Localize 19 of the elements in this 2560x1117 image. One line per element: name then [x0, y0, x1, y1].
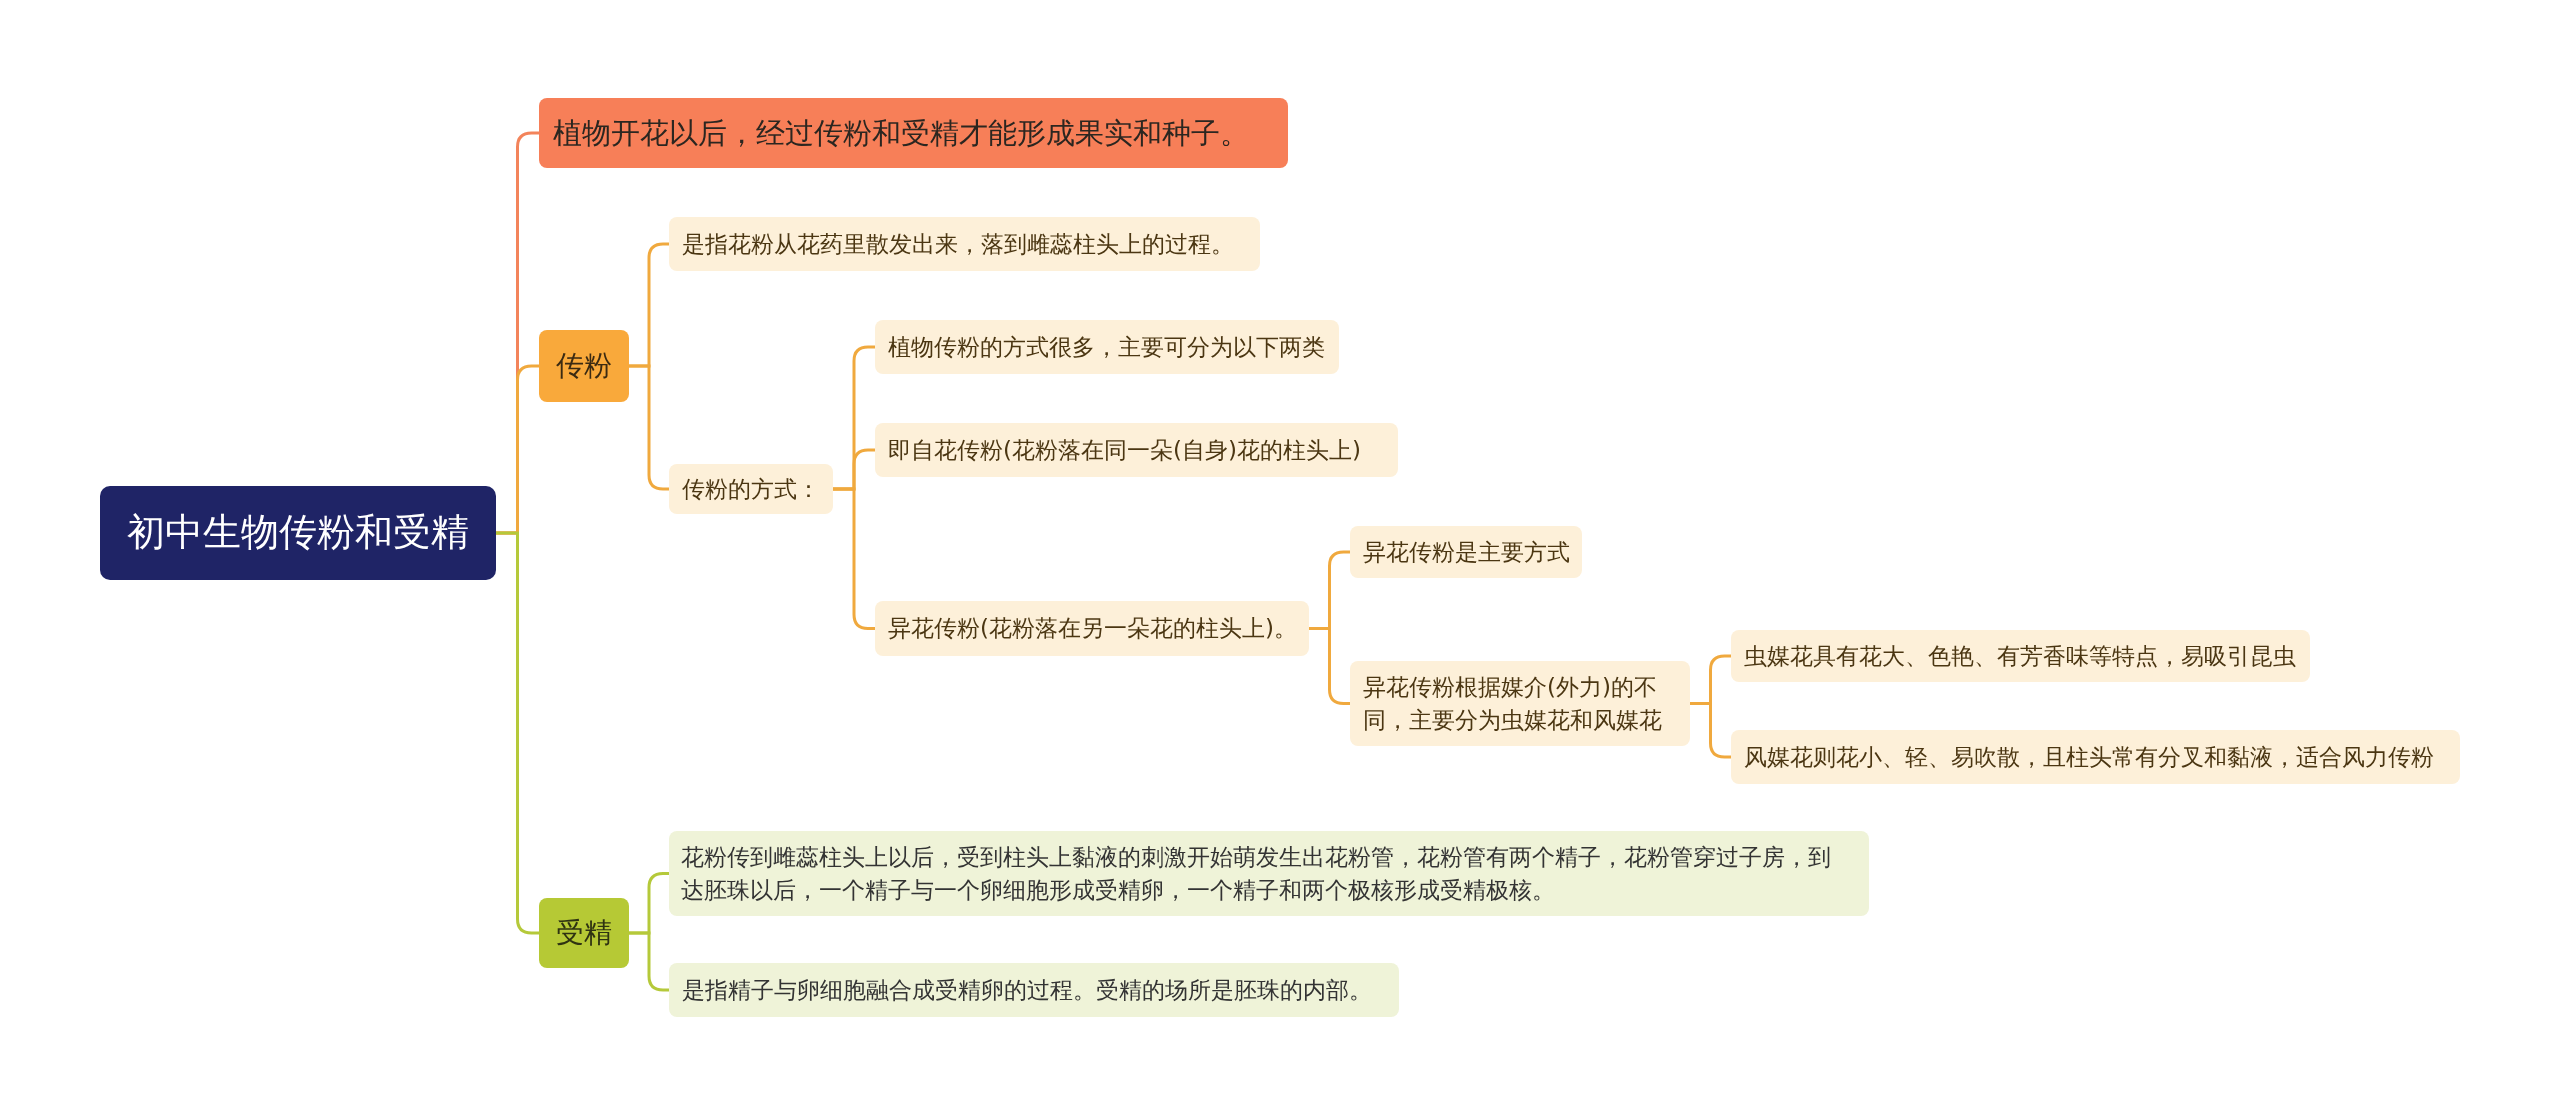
subtopic-box: 即自花传粉(花粉落在同一朵(自身)花的柱头上) [875, 423, 1398, 477]
subtopic-box: 异花传粉根据媒介(外力)的不同，主要分为虫媒花和风媒花 [1350, 661, 1690, 746]
subtopic-box: 是指精子与卵细胞融合成受精卵的过程。受精的场所是胚珠的内部。 [669, 963, 1399, 1017]
subtopic-box: 传粉的方式： [669, 464, 833, 514]
subtopic-box: 植物传粉的方式很多，主要可分为以下两类 [875, 320, 1339, 374]
connector-line [1309, 627, 1350, 705]
subtopic-box: 风媒花则花小、轻、易吹散，且柱头常有分叉和黏液，适合风力传粉 [1731, 730, 2460, 784]
subtopic-box: 虫媒花具有花大、色艳、有芳香味等特点，易吸引昆虫 [1731, 630, 2310, 682]
subtopic-box: 花粉传到雌蕊柱头上以后，受到柱头上黏液的刺激开始萌发生出花粉管，花粉管有两个精子，花粉管穿过子房，到达胚珠以后，一个精子与一个卵细胞形成受精卵，一个精子和两个极核形成受精极核。 [669, 831, 1869, 916]
branch-topic-box: 植物开花以后，经过传粉和受精才能形成果实和种子。 [539, 98, 1288, 168]
connector-line [496, 531, 539, 935]
subtopic-box: 异花传粉(花粉落在另一朵花的柱头上)。 [875, 601, 1309, 656]
connector-line [1690, 702, 1731, 759]
subtopic-box: 是指花粉从花药里散发出来，落到雌蕊柱头上的过程。 [669, 217, 1260, 271]
central-topic-box: 初中生物传粉和受精 [100, 486, 496, 580]
connector-line [833, 487, 875, 630]
branch-topic-box: 受精 [539, 898, 629, 968]
branch-topic-box: 传粉 [539, 330, 629, 402]
subtopic-box: 异花传粉是主要方式 [1350, 526, 1582, 578]
